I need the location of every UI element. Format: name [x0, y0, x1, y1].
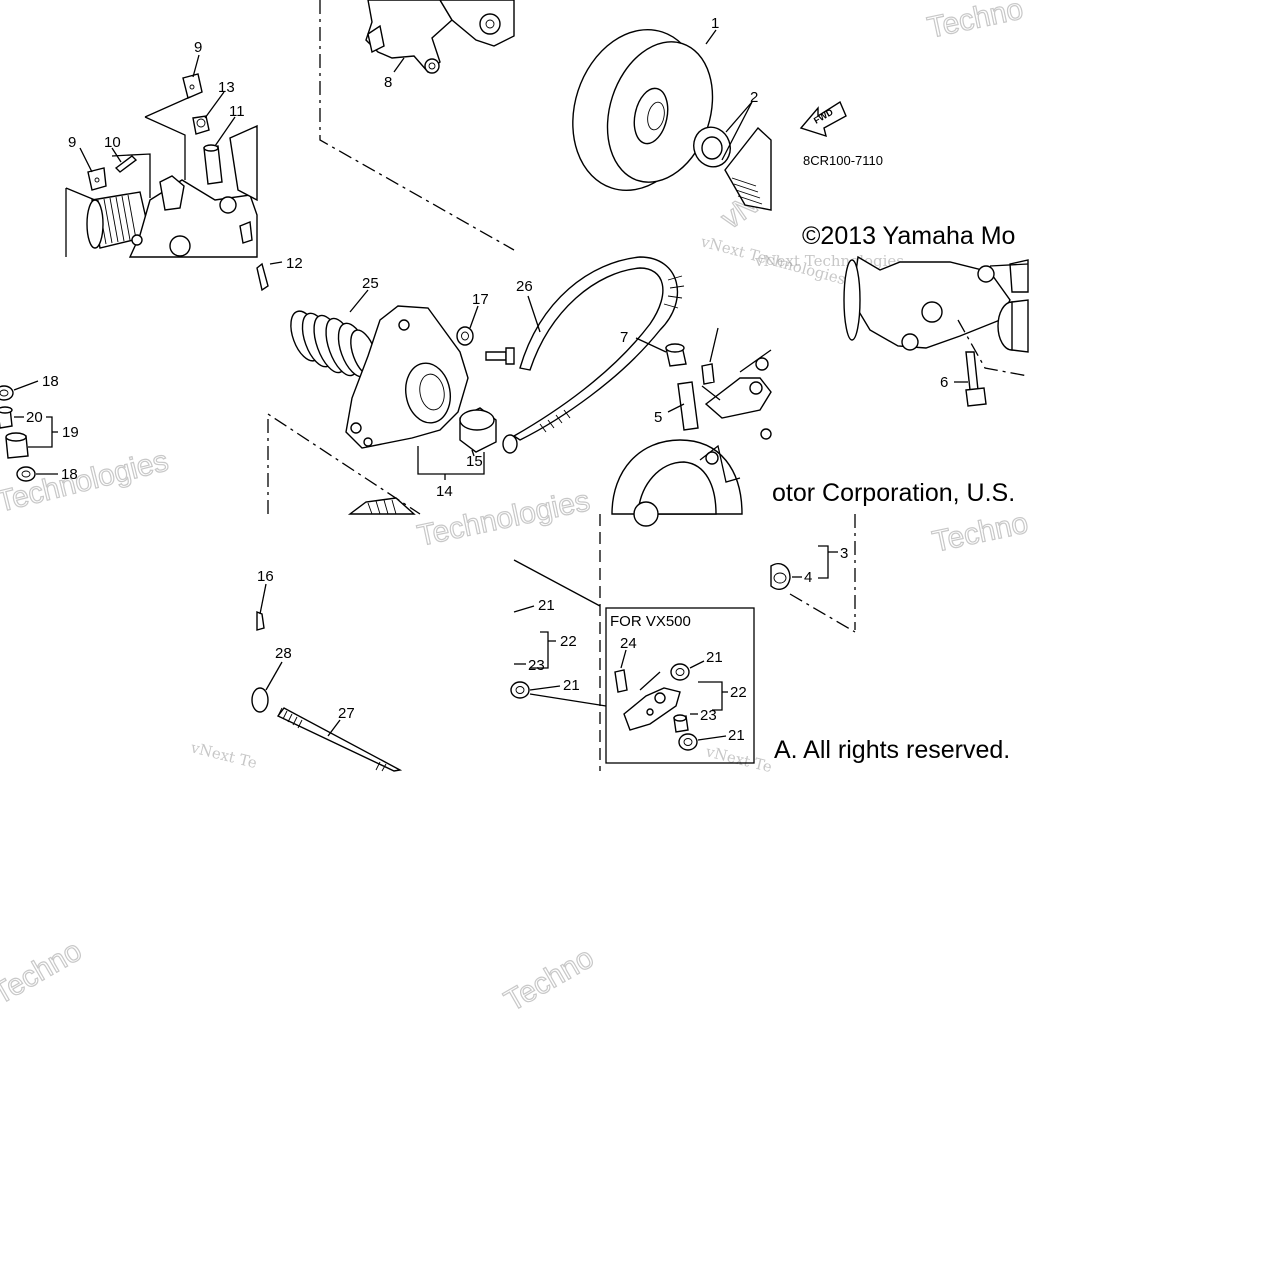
watermark: Techno [0, 934, 87, 1011]
callout-16: 16 [257, 568, 274, 585]
callout-2: 2 [750, 89, 758, 106]
watermark: vNext Te [703, 742, 774, 776]
tile-center-left: 25 17 15 14 [267, 275, 515, 515]
callout-26: 26 [516, 278, 533, 295]
callout-13: 13 [218, 79, 235, 96]
callout-19: 19 [62, 424, 79, 441]
housing [128, 179, 258, 258]
callout-18: 18 [61, 466, 78, 483]
tile-top-left: 9 13 11 9 10 [65, 39, 258, 258]
diagram-code: 8CR100-7110 [803, 153, 883, 168]
callout-15: 15 [466, 453, 483, 470]
tile-bottom-center-right: 21 22 23 21 FOR VX500 24 21 [510, 514, 755, 771]
watermark: Techno [499, 941, 599, 1018]
watermark: vNext Te [188, 738, 259, 772]
part-17-nut [456, 326, 474, 346]
part-9-upper [182, 73, 203, 99]
callout-27: 27 [338, 705, 355, 722]
callout-21: 21 [728, 727, 745, 744]
callout-3: 3 [840, 545, 848, 562]
callout-17: 17 [472, 291, 489, 308]
part-6-bolt [965, 351, 979, 391]
tile-top-middle: 8 12 [256, 0, 515, 292]
part-28-washer [251, 687, 269, 713]
tile-middle-right: 6 otor Corporation, U.S. [772, 255, 1029, 507]
inset-title: FOR VX500 [610, 613, 691, 630]
tile-top-right: FWD 8CR100-7110 ©2013 Yamaha Mo [799, 100, 1015, 250]
callout-12: 12 [286, 255, 303, 272]
tile-bottom-center-left: 16 28 27 [251, 568, 403, 772]
watermark: Techno [930, 506, 1031, 558]
callout-8: 8 [384, 74, 392, 91]
tile-top-center-right: 1 2 [572, 15, 772, 211]
part-10-pin [114, 155, 138, 173]
callout-9: 9 [194, 39, 202, 56]
inset-vx500: FOR VX500 24 21 23 22 [605, 607, 755, 764]
callout-11: 11 [229, 103, 245, 120]
callout-7: 7 [620, 329, 628, 346]
callout-23: 23 [528, 657, 545, 674]
watermark: vNext Technologies [754, 252, 904, 270]
callout-1: 1 [711, 15, 719, 32]
part-11-collar [203, 145, 223, 185]
part-5-pin [677, 381, 699, 431]
callout-20: 20 [26, 409, 43, 426]
callout-10: 10 [104, 134, 121, 151]
callout-28: 28 [275, 645, 292, 662]
watermark: Techno [925, 0, 1026, 45]
part-9-lower [87, 167, 107, 191]
tile-middle-left: 18 20 19 18 [0, 373, 79, 483]
callout-22: 22 [560, 633, 577, 650]
copyright-line-2: otor Corporation, U.S. [772, 479, 1015, 507]
callout-4: 4 [804, 569, 812, 586]
part-27-shaft [276, 707, 403, 772]
callout-14: 14 [436, 483, 453, 500]
callout-21: 21 [538, 597, 555, 614]
callout-22: 22 [730, 684, 747, 701]
callout-25: 25 [362, 275, 379, 292]
part-13-nut [192, 115, 210, 135]
callout-21: 21 [706, 649, 723, 666]
callout-5: 5 [654, 409, 662, 426]
tile-center-right: 26 7 5 [502, 256, 772, 527]
callout-24: 24 [620, 635, 637, 652]
copyright-line-1: ©2013 Yamaha Mo [802, 222, 1015, 250]
callout-9: 9 [68, 134, 76, 151]
callout-18: 18 [42, 373, 59, 390]
callout-21: 21 [563, 677, 580, 694]
tile-bottom-right: 4 3 A. All rights reserved. [770, 514, 1010, 764]
part-24-pin [701, 363, 715, 385]
callout-23: 23 [700, 707, 717, 724]
callout-6: 6 [940, 374, 948, 391]
part-26-belt [512, 256, 679, 441]
fwd-arrow-icon: FWD [799, 100, 847, 138]
copyright-line-3: A. All rights reserved. [774, 736, 1010, 764]
